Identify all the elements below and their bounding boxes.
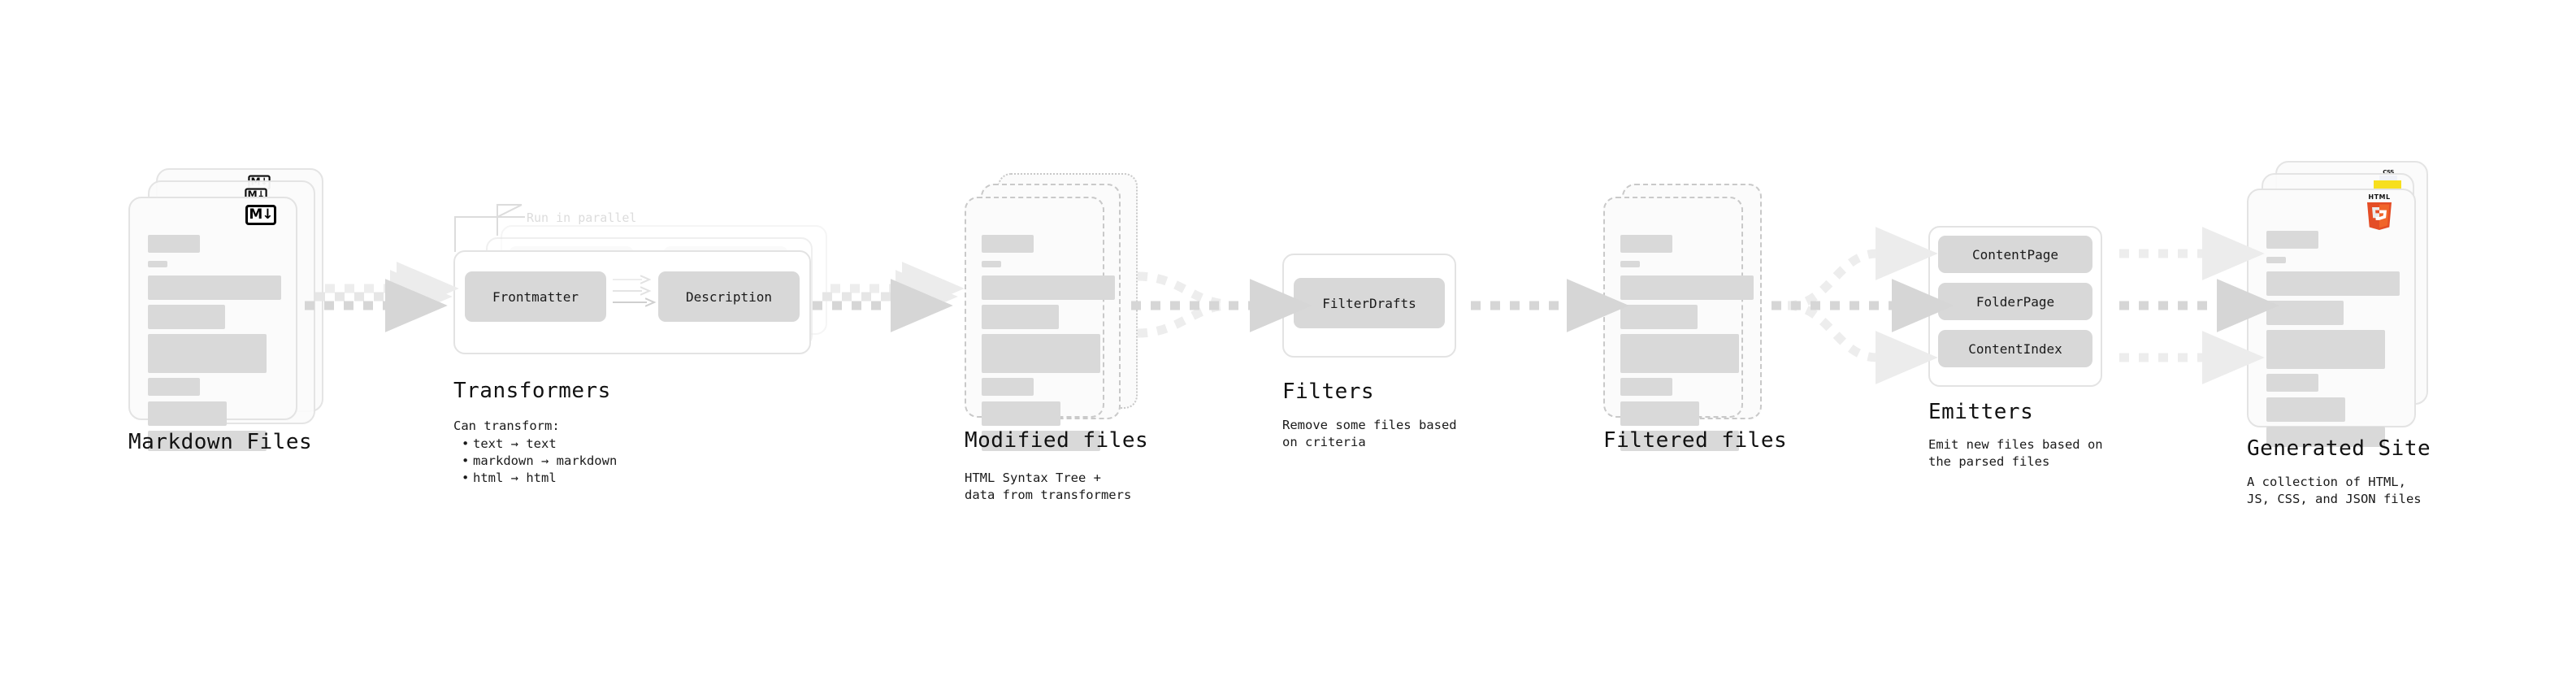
text-bar — [1620, 378, 1672, 396]
filtered-files-title: Filtered files — [1603, 428, 1788, 453]
emitter-chip-folderpage[interactable]: FolderPage — [1938, 283, 2092, 320]
text-bar — [982, 334, 1100, 373]
transformer-chip-description[interactable]: Description — [658, 271, 800, 322]
text-bar — [2266, 427, 2385, 447]
transformers-title: Transformers — [453, 379, 611, 403]
text-bar — [1620, 334, 1739, 373]
text-bar — [982, 261, 1001, 267]
transformers-desc-head: Can transform: — [453, 419, 560, 433]
arrow-emitters-to-site — [2119, 227, 2279, 384]
text-bar — [148, 401, 227, 426]
html5-badge: HTML — [2365, 193, 2394, 231]
emitter-chip-contentindex[interactable]: ContentIndex — [1938, 330, 2092, 367]
transformer-chip-frontmatter[interactable]: Frontmatter — [465, 271, 606, 322]
transformers-bullet-list: text → text markdown → markdown html → h… — [462, 436, 617, 487]
filtered-file-card-front — [1603, 197, 1754, 451]
css-badge-label: CSS — [2383, 169, 2394, 176]
text-bar — [1620, 431, 1739, 451]
text-bar — [2266, 397, 2345, 422]
transformers-bullet: text → text — [462, 436, 617, 453]
transformers-bullet: html → html — [462, 470, 617, 487]
text-bar — [148, 334, 267, 373]
text-bar — [2266, 231, 2318, 249]
run-in-parallel-note: Run in parallel — [527, 210, 637, 225]
text-bar — [2266, 330, 2385, 369]
text-bar — [1620, 235, 1672, 253]
filter-chip-filterdrafts[interactable]: FilterDrafts — [1294, 278, 1445, 328]
modified-file-card-front — [965, 197, 1115, 451]
emitter-chip-contentpage[interactable]: ContentPage — [1938, 236, 2092, 273]
text-bar — [2266, 374, 2318, 392]
filters-title: Filters — [1282, 380, 1375, 404]
text-bar — [982, 401, 1060, 426]
markdown-file-card-front — [128, 197, 297, 451]
transformers-bullet: markdown → markdown — [462, 453, 617, 470]
text-bar — [1620, 275, 1754, 300]
text-bar — [2266, 301, 2344, 325]
emitters-title: Emitters — [1928, 400, 2034, 424]
modified-files-title: Modified files — [965, 428, 1149, 453]
text-bar — [148, 305, 225, 329]
arrow-filtered-to-emitters — [1772, 227, 1954, 384]
text-bar — [148, 235, 200, 253]
markdown-files-title: Markdown Files — [128, 430, 313, 454]
text-bar — [1620, 305, 1698, 329]
text-bar — [2266, 257, 2286, 263]
arrow-modified-to-filters — [1131, 271, 1312, 338]
generated-site-title: Generated Site — [2247, 436, 2431, 461]
modified-files-desc: HTML Syntax Tree + data from transformer… — [965, 471, 1132, 502]
text-bar — [2266, 271, 2400, 296]
text-bar — [1620, 401, 1699, 426]
text-bar — [1620, 261, 1640, 267]
text-bar — [982, 378, 1034, 396]
text-bar — [148, 378, 200, 396]
text-bar — [982, 235, 1034, 253]
markdown-badge: M↓ — [245, 205, 276, 225]
text-bar — [148, 431, 267, 451]
text-bar — [148, 261, 167, 267]
text-bar — [982, 275, 1115, 300]
filters-desc: Remove some files based on criteria — [1282, 418, 1457, 449]
text-bar — [982, 305, 1059, 329]
generated-site-desc: A collection of HTML, JS, CSS, and JSON … — [2247, 475, 2422, 506]
text-bar — [982, 431, 1100, 451]
text-bar — [148, 275, 281, 300]
html5-shield-icon — [2366, 202, 2392, 230]
emitters-desc: Emit new files based on the parsed files — [1928, 437, 2103, 469]
html5-badge-word: HTML — [2368, 193, 2391, 201]
